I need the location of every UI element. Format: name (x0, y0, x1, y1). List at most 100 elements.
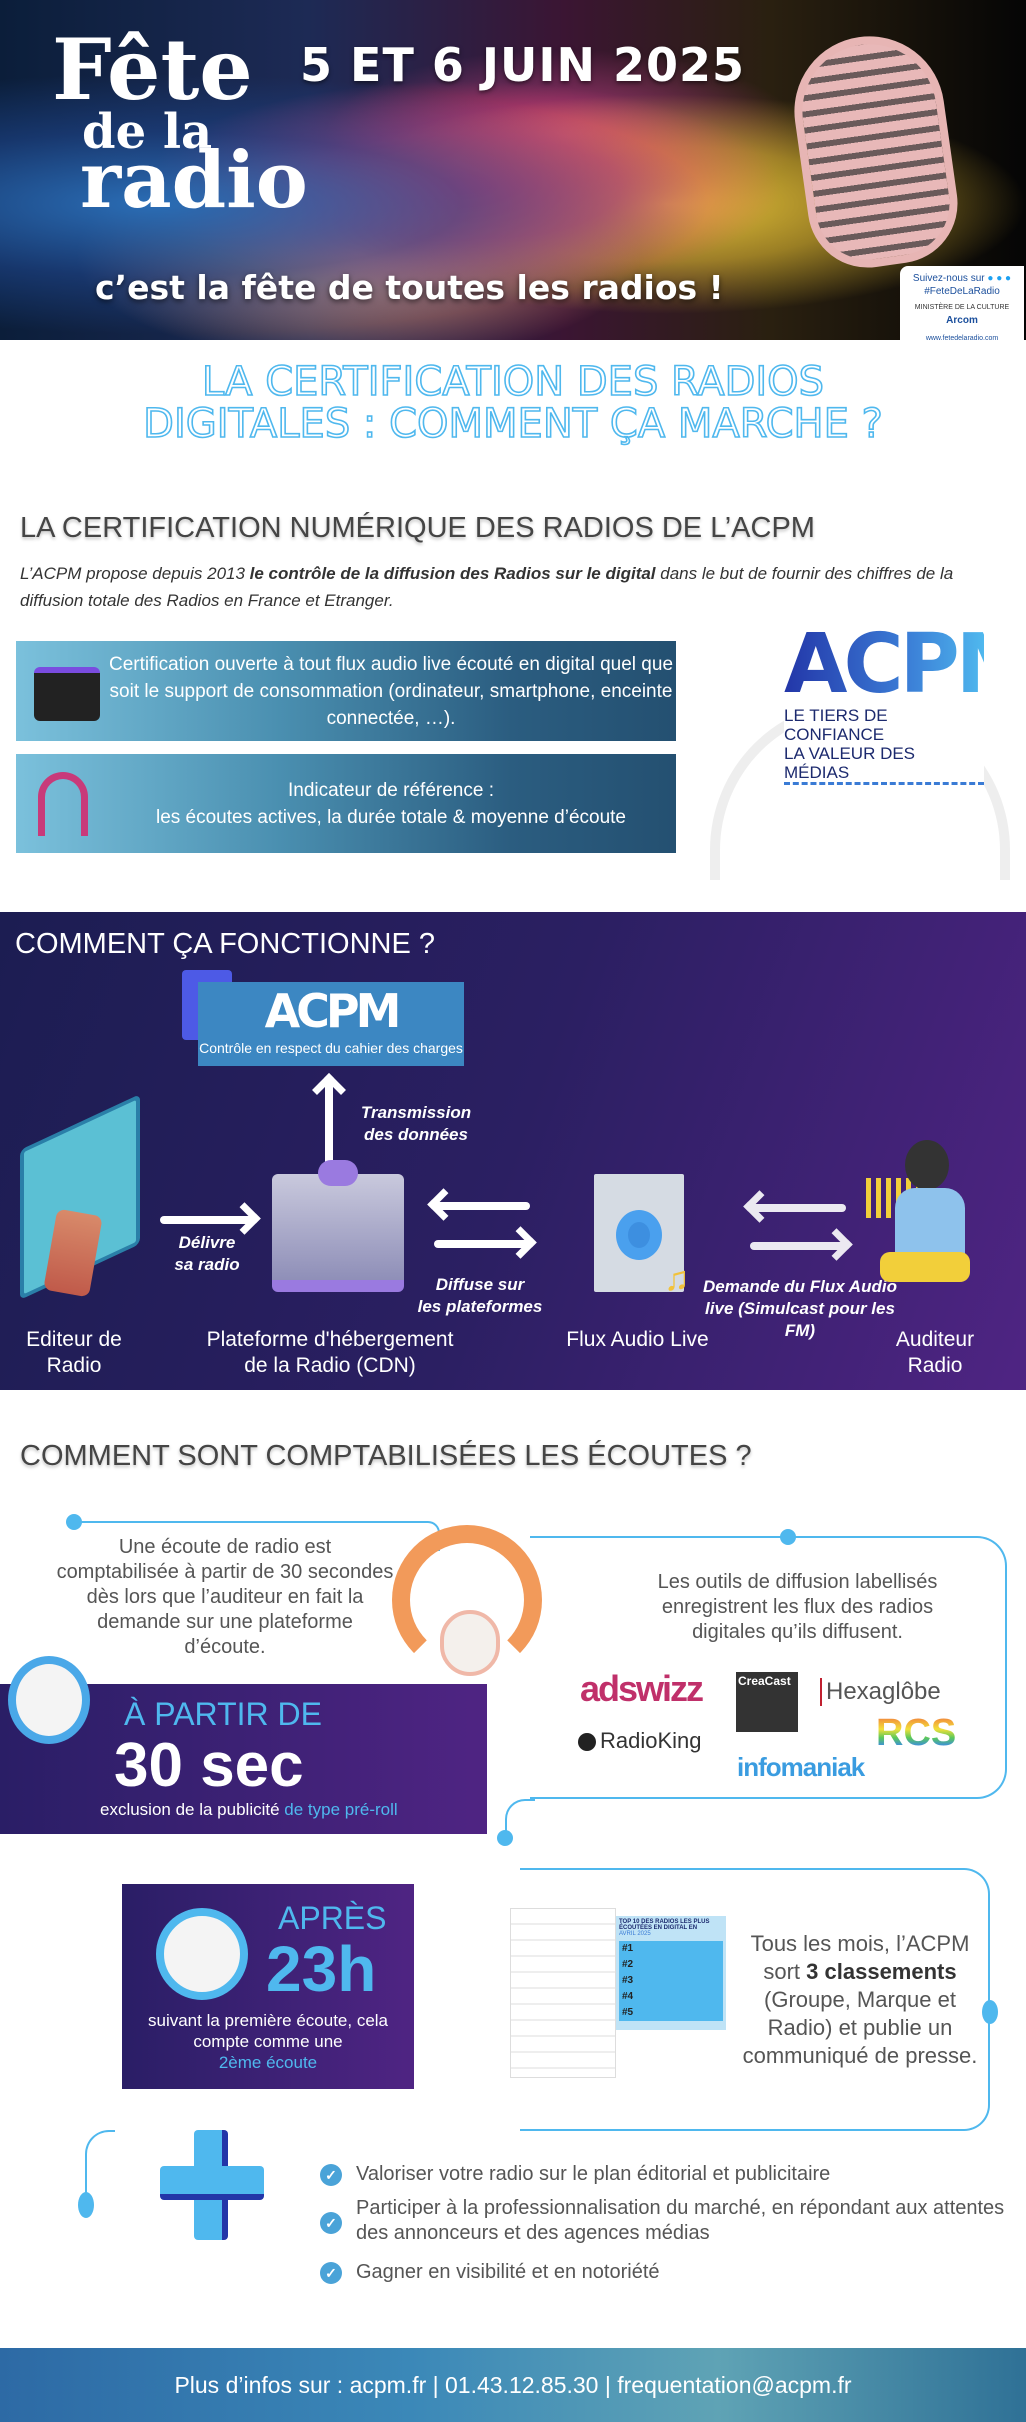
intro-text-end: dans le but de fournir des chiffres de l… (20, 564, 954, 610)
server-icon (272, 1174, 404, 1292)
counting-rule-text: Une écoute de radio est comptabilisée à … (56, 1536, 394, 1658)
info-box-indicator: Indicateur de référence : les écoutes ac… (16, 754, 676, 853)
excl-text: exclusion de la publicité (100, 1800, 285, 1819)
demande-l2: live (Simulcast pour les (705, 1299, 895, 1318)
check-icon: ✓ (320, 2262, 342, 2284)
footer-contact[interactable]: Plus d’infos sur : acpm.fr | 01.43.12.85… (174, 2372, 852, 2398)
ranking-title: TOP 10 DES RADIOS LES PLUS ÉCOUTÉES EN D… (619, 1919, 710, 1931)
radioking-icon (578, 1733, 596, 1752)
info-box-certification: Certification ouverte à tout flux audio … (16, 641, 676, 741)
arrow-right-icon-3 (750, 1242, 846, 1250)
main-title-line2: DIGITALES : COMMENT ÇA MARCHE ? (142, 401, 883, 447)
intro-bold: le contrôle de la diffusion des Radios s… (249, 564, 656, 583)
event-date: 5 ET 6 JUIN 2025 (300, 38, 745, 92)
plateforme-l1: Plateforme d'hébergement (206, 1328, 454, 1351)
logo-hexaglobe: Hexaglôbe (820, 1678, 941, 1706)
arrow-left-icon-2 (750, 1204, 846, 1212)
music-note-icon: ♫ (664, 1260, 690, 1298)
logo-fete: Fête (52, 20, 253, 119)
timeline-line (520, 1868, 990, 2131)
logo-infomaniak: infomaniak (737, 1752, 865, 1782)
arrow-up-head (312, 1073, 346, 1107)
logo-radio: radio (80, 135, 308, 226)
transmission-label: Transmission des données (356, 1102, 476, 1146)
auditeur-l1: Auditeur (895, 1328, 975, 1351)
arrow-right-icon-2 (434, 1240, 530, 1248)
intro-text: L’ACPM propose depuis 2013 (20, 564, 250, 583)
box-23h: APRÈS 23h suivant la première écoute, ce… (122, 1884, 414, 2089)
diffuse-l1: Diffuse sur (435, 1275, 525, 1294)
box2-line2: les écoutes actives, la durée totale & m… (155, 806, 626, 828)
tagline: c’est la fête de toutes les radios ! (95, 268, 724, 307)
arrow-left-icon (434, 1202, 530, 1210)
excl-highlight: de type pré-roll (284, 1800, 398, 1819)
main-title-line1: LA CERTIFICATION DES RADIOS (201, 359, 825, 405)
box2-line1: Indicateur de référence : (288, 779, 494, 801)
rank-3: #3 (622, 1975, 634, 1986)
acpm-tagline2: LA VALEUR DES MÉDIAS (784, 744, 984, 785)
social-icons[interactable]: ● ● ● (987, 273, 1012, 284)
check-icon: ✓ (320, 2164, 342, 2186)
benefit-2: Participer à la professionnalisation du … (356, 2197, 1005, 2244)
website-link[interactable]: www.fetedelaradio.com (925, 335, 999, 340)
demande-label: Demande du Flux Audio live (Simulcast pou… (700, 1276, 900, 1342)
hashtag: #FeteDeLaRadio (924, 286, 1000, 297)
timeline-dot (780, 1529, 796, 1545)
social-card: Suivez-nous sur ● ● ● #FeteDeLaRadio MIN… (900, 266, 1024, 340)
radioking-name: RadioKing (600, 1728, 702, 1753)
timeline-line (530, 1536, 1007, 1799)
footer: Plus d’infos sur : acpm.fr | 01.43.12.85… (0, 2348, 1026, 2422)
rank-2: #2 (622, 1959, 634, 1970)
microphone-icon (784, 26, 966, 276)
rankings-pre: Tous les mois, l’ACPM sort (750, 1931, 970, 1984)
acpm-caption: Contrôle en respect du cahier des charge… (199, 1040, 463, 1056)
ranking-top10-card: TOP 10 DES RADIOS LES PLUS ÉCOUTÉES EN D… (616, 1916, 726, 2030)
demande-l3: FM) (784, 1321, 816, 1340)
editeur-l2: Radio (46, 1354, 102, 1377)
arrow-right-icon (160, 1216, 254, 1224)
logo-adswizz: adswizz (580, 1668, 704, 1709)
benefit-1: Valoriser votre radio sur le plan éditor… (356, 2163, 831, 2185)
transmission-l2: des données (364, 1125, 468, 1144)
ranking-month: AVRIL 2025 (619, 1931, 651, 1937)
audio-file-icon: ♫ (594, 1174, 690, 1298)
timeline-dot (78, 2192, 94, 2218)
headphone-earcup (440, 1610, 500, 1676)
headphones-icon (38, 772, 88, 836)
chair-icon (880, 1252, 970, 1282)
follow-label: Suivez-nous sur (912, 273, 985, 284)
hero-banner: Fête de la radio 5 ET 6 JUIN 2025 c’est … (0, 0, 1026, 340)
label-editeur: Editeur de Radio (14, 1327, 134, 1379)
box23-l2: compte comme une (193, 2032, 343, 2051)
section1-heading: LA CERTIFICATION NUMÉRIQUE DES RADIOS DE… (20, 512, 815, 544)
delivre-l2: sa radio (174, 1255, 240, 1274)
box30-pre: À PARTIR DE (124, 1696, 322, 1732)
demande-l1: Demande du Flux Audio (703, 1277, 897, 1296)
box30-big: 30 sec (114, 1731, 304, 1800)
acpm-wordmark: ACPM (784, 617, 1026, 712)
section3-heading: COMMENT SONT COMPTABILISÉES LES ÉCOUTES … (20, 1440, 752, 1472)
box23-text: suivant la première écoute, cela compte … (122, 2010, 414, 2073)
section1-intro: L’ACPM propose depuis 2013 le contrôle d… (20, 560, 1010, 614)
acpm-wordmark-white: ACPM (264, 984, 402, 1038)
rank-4: #4 (622, 1991, 634, 2002)
timeline-dot (982, 2000, 998, 2024)
label-plateforme: Plateforme d'hébergement de la Radio (CDN… (180, 1327, 480, 1379)
rank-1: #1 (622, 1943, 634, 1954)
logo-creacast: CreaCast (736, 1672, 798, 1732)
plateforme-l2: de la Radio (CDN) (244, 1354, 416, 1377)
rank-5: #5 (622, 2007, 634, 2018)
benefit-3: Gagner en visibilité et en notoriété (356, 2261, 660, 2283)
diffuse-l2: les plateformes (417, 1297, 543, 1316)
transmission-l1: Transmission (360, 1103, 472, 1122)
editeur-l1: Editeur de (26, 1328, 122, 1351)
ranking-table-image (510, 1908, 616, 2078)
clock-icon (156, 1908, 248, 2000)
auditeur-l2: Radio (907, 1354, 963, 1377)
box30-exclusion: exclusion de la publicité de type pré-ro… (100, 1800, 398, 1820)
radio-icon (34, 667, 100, 721)
label-flux: Flux Audio Live (566, 1328, 709, 1351)
acpm-tagline1: LE TIERS DE CONFIANCE (784, 706, 888, 744)
